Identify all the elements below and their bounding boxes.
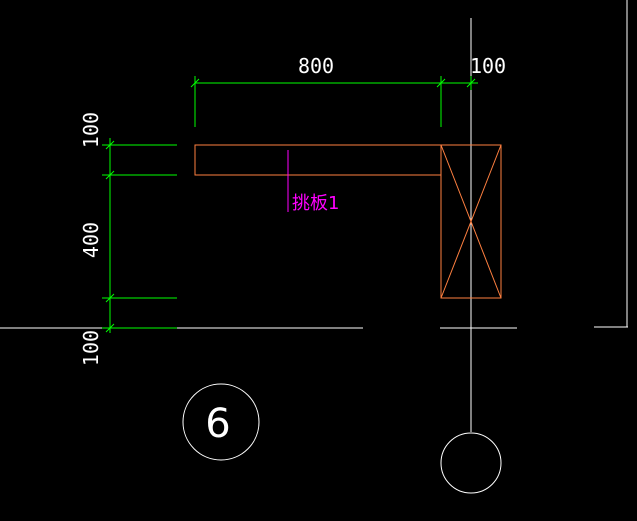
axis-bubble-circle bbox=[182, 383, 260, 461]
column-diagonal-2 bbox=[440, 144, 502, 299]
axis-bubble-bottom bbox=[440, 432, 502, 494]
axis-bubble-6: 6 bbox=[182, 383, 260, 461]
column[interactable] bbox=[440, 144, 502, 299]
cantilever-slab[interactable] bbox=[194, 144, 442, 176]
top-dim-text-100: 100 bbox=[470, 54, 506, 78]
left-tick-1 bbox=[105, 140, 115, 150]
top-tick-right bbox=[466, 78, 476, 88]
axis-bubble-label: 6 bbox=[205, 401, 230, 447]
left-tick-4 bbox=[105, 323, 115, 333]
left-dim-text-100-bottom: 100 bbox=[79, 330, 103, 366]
axis-bubble-circle-empty bbox=[440, 432, 502, 494]
left-dim-text-100-top: 100 bbox=[79, 112, 103, 148]
top-dim-text-800: 800 bbox=[298, 54, 334, 78]
left-dim-text-400: 400 bbox=[79, 222, 103, 258]
column-outline bbox=[440, 144, 502, 299]
top-tick-mid bbox=[436, 78, 446, 88]
left-tick-2 bbox=[105, 170, 115, 180]
left-dimension-chain bbox=[102, 138, 177, 333]
top-dimension-chain bbox=[190, 76, 478, 127]
left-tick-3 bbox=[105, 293, 115, 303]
top-tick-left bbox=[190, 78, 200, 88]
slab-label-text[interactable]: 挑板1 bbox=[292, 193, 339, 214]
